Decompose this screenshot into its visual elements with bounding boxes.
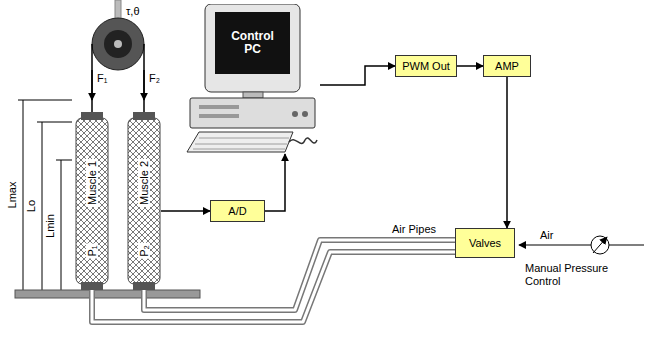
- signal-arrow: [320, 66, 395, 85]
- muscle-label: Muscle 1: [86, 159, 98, 207]
- box-label: AMP: [495, 60, 519, 72]
- label-text: Air Pipes: [392, 223, 436, 235]
- text-holder: Muscle 1: [86, 159, 98, 207]
- dimension-lines: [18, 100, 72, 290]
- label-text: Lmin: [44, 214, 56, 238]
- label-text: F₂: [149, 72, 160, 84]
- signal-arrow: [457, 66, 483, 67]
- pulley-axle: [114, 40, 122, 48]
- label-text: F₁: [97, 72, 107, 84]
- muscle-label: P₂: [138, 243, 150, 259]
- label-text: Manual Pressure Control: [525, 262, 608, 287]
- base-plate: [15, 290, 200, 298]
- screen: Control PC: [215, 12, 290, 74]
- note-label: Manual Pressure Control: [525, 262, 617, 287]
- air-pipe: [144, 240, 455, 310]
- label-text: Lo: [25, 200, 37, 212]
- box-label: A/D: [228, 205, 246, 217]
- computer-illustration: [185, 4, 320, 154]
- signal-arrow: [507, 77, 508, 228]
- force-arrow: [143, 70, 145, 100]
- cable: [91, 44, 93, 112]
- dimension-label: Lo: [25, 200, 38, 212]
- screen-text: Control PC: [225, 30, 281, 56]
- label-text: Air: [540, 229, 553, 241]
- signal-arrow: [265, 154, 285, 211]
- pulley-hub: [104, 30, 132, 58]
- air-supply-line: [519, 244, 644, 245]
- process-box: Valves: [455, 228, 515, 258]
- dimension-label: Lmax: [6, 182, 19, 209]
- dimension-label: Lmin: [44, 214, 57, 238]
- process-box: A/D: [210, 200, 265, 222]
- pulley: [92, 18, 144, 70]
- muscle: P₂ Muscle 2: [127, 112, 161, 290]
- force-label: F₂: [149, 72, 160, 85]
- regulator-arrow: [593, 237, 607, 253]
- pressure-regulator: [591, 236, 609, 254]
- muscle-label: Muscle 2: [138, 159, 150, 207]
- pipe-label: Air Pipes: [392, 223, 436, 236]
- force-label: F₁: [97, 72, 107, 85]
- force-arrow: [91, 70, 93, 100]
- air-label: Air: [540, 229, 553, 242]
- box-label: PWM Out: [402, 60, 450, 72]
- label-text: τ,θ: [126, 5, 140, 17]
- box-label: Valves: [469, 237, 501, 249]
- process-box: PWM Out: [395, 55, 457, 77]
- muscle-label: P₁: [86, 243, 98, 258]
- muscle: P₁ Muscle 1: [75, 112, 109, 290]
- label-text: Lmax: [6, 182, 18, 209]
- process-box: AMP: [483, 55, 531, 77]
- torque-angle-label: τ,θ: [126, 5, 140, 18]
- text-holder: P₁: [86, 243, 98, 258]
- control-pc: Control PC: [185, 4, 320, 154]
- signal-arrow: [161, 211, 210, 212]
- cable: [143, 44, 145, 112]
- text-holder: P₂: [138, 243, 150, 259]
- text-holder: Muscle 2: [138, 159, 150, 207]
